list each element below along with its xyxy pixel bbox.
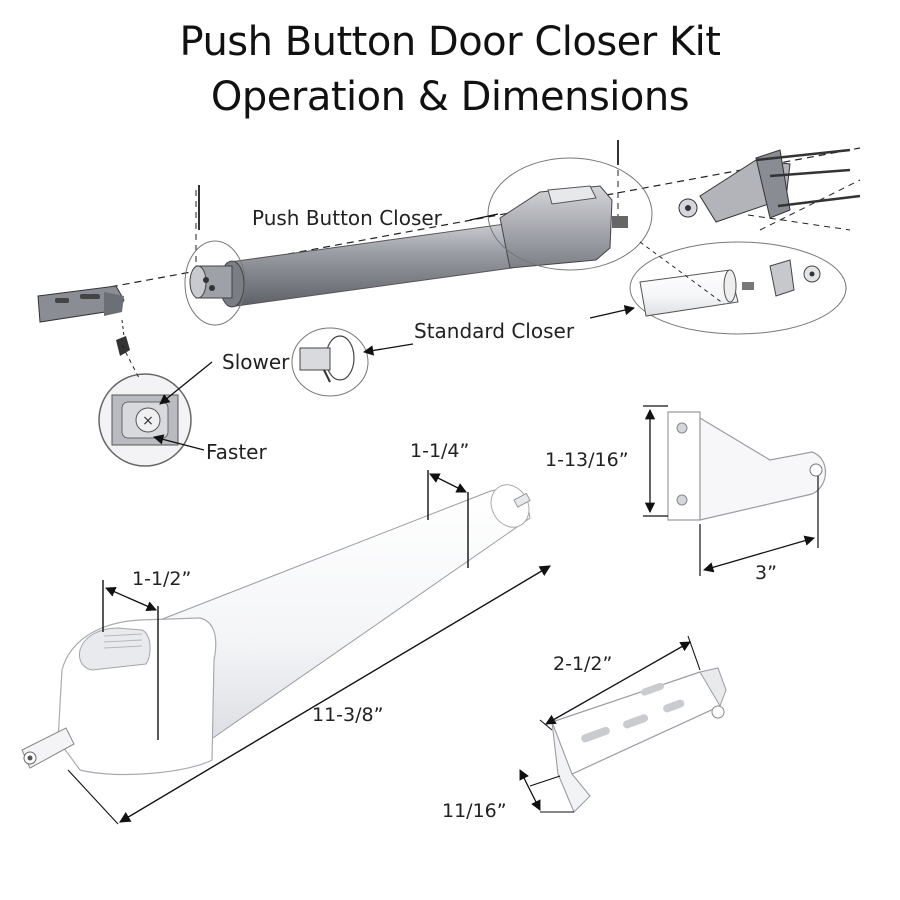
- svg-text:×: ×: [142, 413, 154, 429]
- white-closer-body: [21, 484, 531, 776]
- dim-closer-length: 11-3/8”: [312, 704, 384, 726]
- white-jamb-bracket: [667, 411, 826, 521]
- standard-closer-inset: [629, 241, 847, 335]
- label-push-button-closer: Push Button Closer: [252, 206, 442, 230]
- dim-jamb-bracket-height: 1-13/16”: [545, 449, 629, 471]
- standard-closer-end-cap: [291, 327, 369, 397]
- label-standard-closer: Standard Closer: [414, 319, 575, 343]
- page-title-line1: Push Button Door Closer Kit: [179, 19, 721, 65]
- closer-cylinder-gray: [189, 223, 513, 308]
- jamb-bracket-dimension-lines: [643, 405, 819, 576]
- closer-dimension-lines: [67, 470, 551, 825]
- exploded-assembly: ×: [37, 140, 861, 467]
- dim-door-bracket-width: 11/16”: [442, 800, 507, 822]
- dim-jamb-bracket-width: 3”: [755, 562, 777, 584]
- speed-adjustment-knob: ×: [98, 373, 192, 467]
- door-bracket-dimension-lines: [519, 635, 701, 813]
- door-bracket-gray: [37, 285, 130, 356]
- dim-door-bracket-length: 2-1/2”: [553, 653, 613, 675]
- closer-head-gray: [499, 185, 628, 269]
- label-slower: Slower: [222, 350, 290, 374]
- jamb-bracket-gray: [678, 148, 861, 223]
- dim-head-width: 1-1/2”: [132, 568, 192, 590]
- page-title-line2: Operation & Dimensions: [210, 74, 690, 120]
- dim-cylinder-diameter: 1-1/4”: [410, 440, 470, 462]
- label-faster: Faster: [206, 440, 267, 464]
- white-door-bracket: [551, 667, 727, 813]
